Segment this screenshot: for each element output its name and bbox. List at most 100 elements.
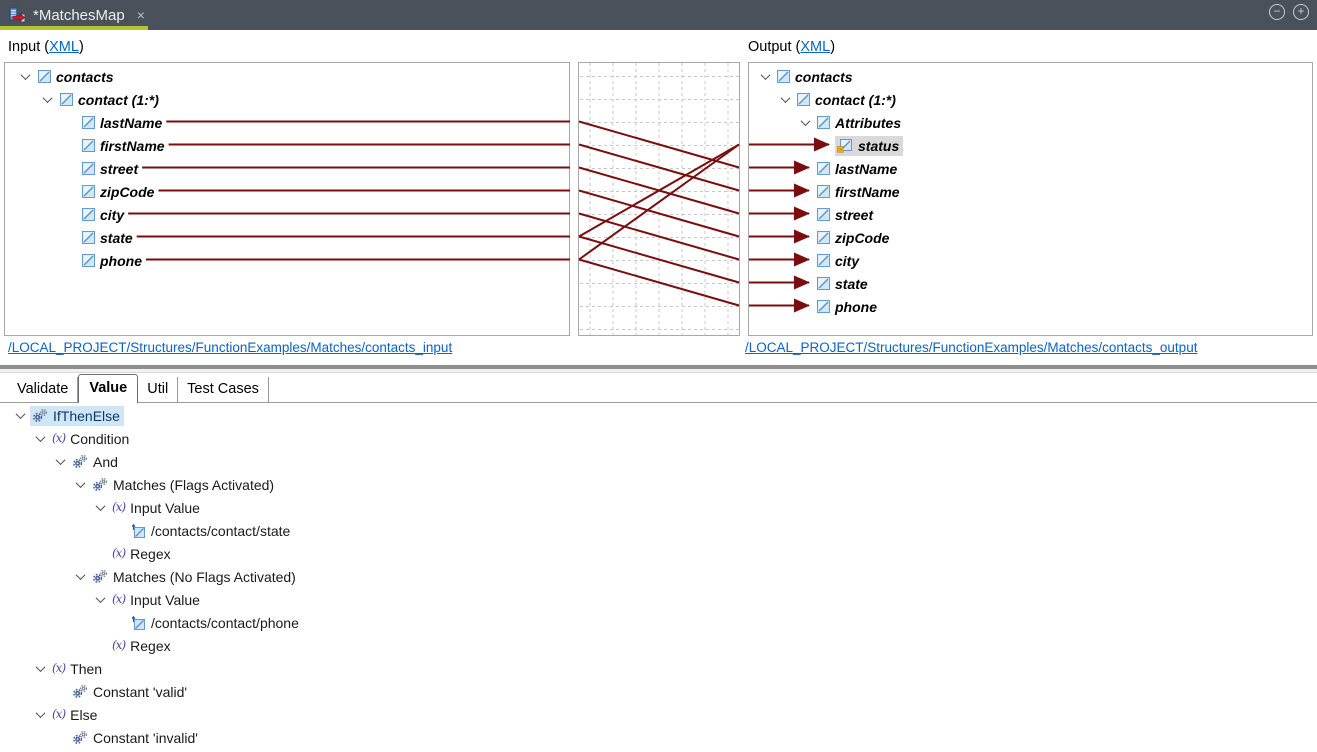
expression-icon: (x) (112, 592, 126, 606)
chevron-down-icon[interactable] (70, 478, 90, 489)
tab-validate[interactable]: Validate (8, 377, 79, 402)
output-node-state[interactable]: state (749, 272, 1312, 295)
fn-node-contacts-contact-phone[interactable]: /contacts/contact/phone (0, 611, 1317, 634)
element-icon (82, 116, 95, 129)
fn-node-contacts-contact-state[interactable]: /contacts/contact/state (0, 519, 1317, 542)
tree-node-content: city (80, 205, 128, 225)
tree-node-label: street (100, 160, 139, 177)
fn-node-matches-no-flags-activated[interactable]: Matches (No Flags Activated) (0, 565, 1317, 588)
output-node-contact-1[interactable]: contact (1:*) (749, 88, 1312, 111)
element-icon (817, 185, 830, 198)
fn-node-then[interactable]: (x)Then (0, 657, 1317, 680)
function-gears-icon (92, 569, 108, 584)
output-node-phone[interactable]: phone (749, 295, 1312, 318)
tree-node-content: firstName (815, 182, 904, 202)
chevron-down-icon[interactable] (90, 501, 110, 512)
tree-node-content: /contacts/contact/state (130, 521, 294, 541)
input-node-zipcode[interactable]: zipCode (5, 180, 569, 203)
input-xml-link[interactable]: XML (49, 39, 79, 55)
fn-node-input-value[interactable]: (x)Input Value (0, 496, 1317, 519)
fn-node-input-value[interactable]: (x)Input Value (0, 588, 1317, 611)
chevron-glyph (780, 93, 790, 104)
output-node-status[interactable]: status (749, 134, 1312, 157)
chevron-down-icon[interactable] (30, 662, 50, 673)
tree-node-label: Matches (Flags Activated) (113, 476, 275, 493)
chevron-down-icon[interactable] (755, 70, 775, 81)
tree-node-label: city (835, 252, 860, 269)
fn-node-else[interactable]: (x)Else (0, 703, 1317, 726)
tree-node-content: contact (1:*) (795, 90, 900, 110)
output-header-suffix: ) (830, 39, 836, 55)
tab-test-cases[interactable]: Test Cases (178, 377, 269, 402)
input-node-state[interactable]: state (5, 226, 569, 249)
input-node-street[interactable]: street (5, 157, 569, 180)
tab-close-icon[interactable]: × (136, 7, 145, 23)
fn-node-ifthenelse[interactable]: IfThenElse (0, 404, 1317, 427)
output-node-city[interactable]: city (749, 249, 1312, 272)
input-node-lastname[interactable]: lastName (5, 111, 569, 134)
collapse-all-icon[interactable]: − (1269, 4, 1285, 20)
horizontal-splitter[interactable] (0, 364, 1317, 373)
fn-node-condition[interactable]: (x)Condition (0, 427, 1317, 450)
fn-node-and[interactable]: And (0, 450, 1317, 473)
chevron-down-icon[interactable] (70, 570, 90, 581)
chevron-down-icon[interactable] (10, 409, 30, 420)
fn-node-constant-invalid[interactable]: Constant 'invalid' (0, 726, 1317, 749)
element-icon (38, 70, 51, 83)
chevron-down-icon[interactable] (795, 116, 815, 127)
active-tab-underline (0, 26, 148, 31)
chevron-down-icon[interactable] (90, 593, 110, 604)
input-node-city[interactable]: city (5, 203, 569, 226)
mapping-document-icon (9, 7, 26, 23)
tree-node-content: zipCode (815, 228, 893, 248)
chevron-glyph (20, 70, 30, 81)
tree-node-label: contact (1:*) (815, 91, 896, 108)
input-structure-path-link[interactable]: /LOCAL_PROJECT/Structures/FunctionExampl… (8, 340, 453, 355)
tree-node-content: firstName (80, 136, 169, 156)
fn-node-matches-flags-activated[interactable]: Matches (Flags Activated) (0, 473, 1317, 496)
fn-node-regex[interactable]: (x)Regex (0, 634, 1317, 657)
attribute-icon (837, 138, 853, 153)
output-node-zipcode[interactable]: zipCode (749, 226, 1312, 249)
input-node-phone[interactable]: phone (5, 249, 569, 272)
input-node-contacts[interactable]: contacts (5, 65, 569, 88)
tree-node-content: phone (80, 251, 146, 271)
output-node-firstname[interactable]: firstName (749, 180, 1312, 203)
tree-node-label: street (835, 206, 874, 223)
output-xml-link[interactable]: XML (800, 39, 831, 55)
tree-node-content: (x)Input Value (110, 498, 204, 518)
fn-node-regex[interactable]: (x)Regex (0, 542, 1317, 565)
tree-node-label: /contacts/contact/phone (151, 614, 299, 631)
chevron-down-icon[interactable] (30, 432, 50, 443)
output-node-street[interactable]: street (749, 203, 1312, 226)
chevron-down-icon[interactable] (50, 455, 70, 466)
input-node-firstname[interactable]: firstName (5, 134, 569, 157)
expression-icon: (x) (52, 661, 66, 675)
tree-node-content: (x)Condition (50, 429, 133, 449)
tab-value[interactable]: Value (78, 374, 139, 403)
output-node-contacts[interactable]: contacts (749, 65, 1312, 88)
output-node-attributes[interactable]: Attributes (749, 111, 1312, 134)
tree-node-content: phone (815, 297, 881, 317)
tree-node-label: phone (100, 252, 142, 269)
tree-node-content: zipCode (80, 182, 158, 202)
input-node-contact-1[interactable]: contact (1:*) (5, 88, 569, 111)
chevron-glyph (35, 432, 45, 443)
node-reference-icon (132, 615, 146, 630)
function-gears-icon (72, 454, 88, 469)
document-tab-matchesmap[interactable]: *MatchesMap × (0, 0, 148, 30)
element-icon (60, 93, 73, 106)
fn-node-constant-valid[interactable]: Constant 'valid' (0, 680, 1317, 703)
chevron-down-icon[interactable] (36, 93, 58, 104)
input-panel-header: Input (XML) (8, 39, 84, 55)
tree-node-label: state (100, 229, 133, 246)
chevron-down-icon[interactable] (30, 708, 50, 719)
tree-node-label: Matches (No Flags Activated) (113, 568, 296, 585)
output-node-lastname[interactable]: lastName (749, 157, 1312, 180)
tree-node-label: Input Value (130, 499, 200, 516)
chevron-down-icon[interactable] (775, 93, 795, 104)
chevron-down-icon[interactable] (14, 70, 36, 81)
tab-util[interactable]: Util (138, 377, 179, 402)
expand-all-icon[interactable]: + (1293, 4, 1309, 20)
output-structure-path-link[interactable]: /LOCAL_PROJECT/Structures/FunctionExampl… (745, 340, 1198, 355)
